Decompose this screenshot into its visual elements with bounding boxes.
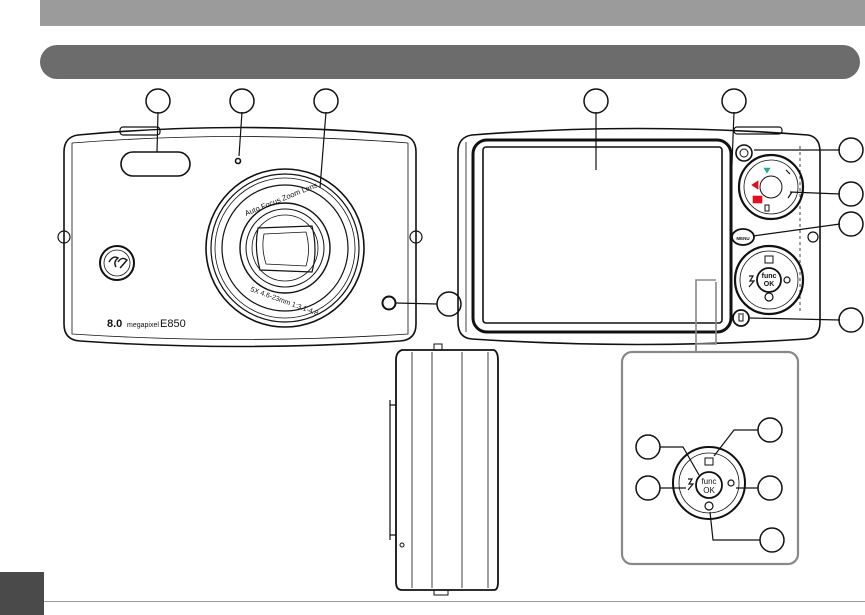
flash-window bbox=[121, 152, 190, 176]
ok-label: OK bbox=[764, 281, 775, 288]
camera-side-view bbox=[390, 344, 498, 595]
detail-ok-label: OK bbox=[703, 486, 715, 495]
lcd-screen bbox=[483, 147, 722, 323]
delete-button[interactable] bbox=[733, 310, 749, 326]
ge-logo bbox=[100, 246, 134, 280]
camera-front-view bbox=[58, 127, 422, 347]
lens-ring-text: Auto Focus Zoom Lens bbox=[243, 180, 318, 217]
model-number: 8.0 bbox=[107, 318, 122, 330]
microphone-hole bbox=[236, 159, 241, 164]
playback-button[interactable] bbox=[736, 145, 752, 161]
func-label: func bbox=[762, 273, 777, 280]
menu-button-label: MENU bbox=[736, 236, 749, 241]
four-way-controller[interactable] bbox=[735, 246, 803, 314]
mode-dial[interactable] bbox=[739, 155, 803, 219]
model-unit: megapixel bbox=[127, 322, 159, 329]
model-name: E850 bbox=[160, 318, 186, 330]
detail-func-label: func bbox=[701, 477, 716, 486]
lcd-screen-frame bbox=[473, 140, 731, 332]
camera-back-view bbox=[458, 127, 820, 345]
self-timer-lamp bbox=[383, 297, 396, 310]
lens-spec-text: 5X 4.6-23mm 1:3.1-4.8 bbox=[249, 286, 319, 317]
